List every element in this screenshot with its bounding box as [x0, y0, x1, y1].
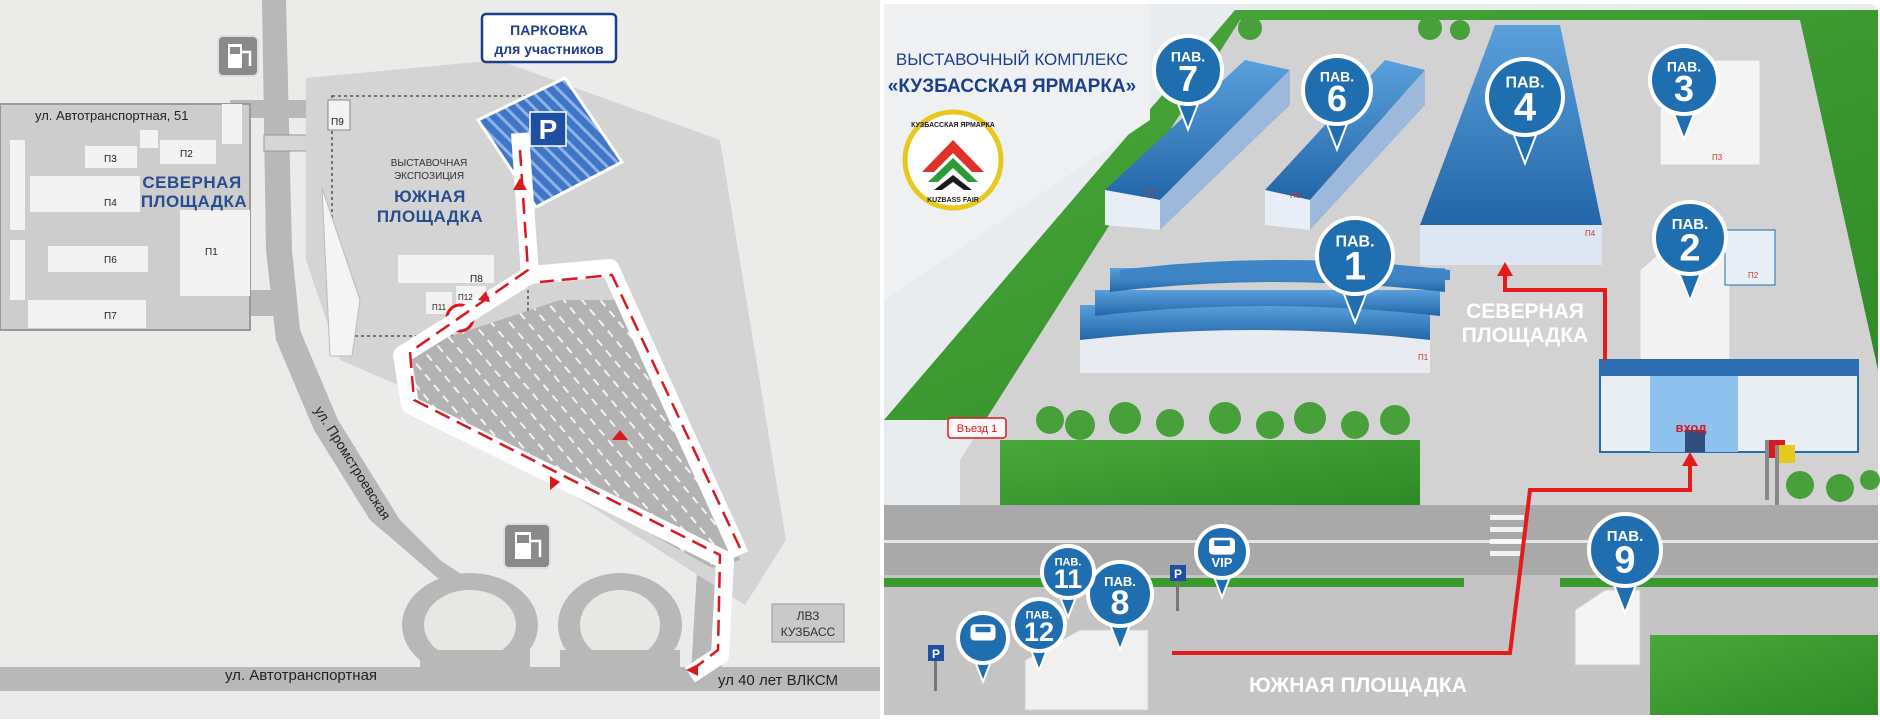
pin-number: 6	[1327, 78, 1347, 119]
pin-prefix: ПАВ.	[1672, 216, 1709, 233]
pin-prefix: ПАВ.	[1026, 610, 1053, 622]
pavilion-1-building: П1	[1080, 260, 1450, 373]
car-icon	[970, 624, 996, 641]
lvz-label: ЛВЗ	[797, 609, 820, 623]
parking-letter: P	[1174, 567, 1182, 581]
building-tag: П7	[1145, 189, 1156, 198]
pin-number: 7	[1178, 58, 1198, 99]
parking-sign: P	[1170, 565, 1186, 611]
building-tag: П3	[1712, 153, 1723, 162]
entry-sign-label: Въезд 1	[957, 423, 997, 435]
parking-icon	[529, 111, 567, 147]
pin-number: 9	[1614, 539, 1635, 581]
fuel-icon	[217, 35, 259, 77]
building-tag: П6	[1290, 191, 1301, 200]
south-area-label: ПЛОЩАДКА	[377, 207, 483, 226]
street-label-vlksm: ул 40 лет ВЛКСМ	[718, 672, 838, 689]
building-tag: П2	[1748, 271, 1759, 280]
pavilion-pin-9: ПАВ.9	[1587, 512, 1663, 616]
pavilion-pin-3: ПАВ.3	[1648, 44, 1720, 143]
route-line	[1172, 460, 1692, 655]
car-parking-pin	[956, 611, 1010, 685]
building-label: П12	[458, 293, 473, 302]
lvz-label: КУЗБАСС	[781, 625, 836, 639]
street-label-top: ул. Автотранспортная, 51	[35, 108, 188, 123]
car-icon	[1209, 537, 1235, 555]
pavilion-pin-2: ПАВ.2	[1652, 200, 1728, 304]
fair-logo: КУЗБАССКАЯ ЯРМАРКА KUZBASS FAIR	[902, 109, 1004, 211]
street-label-bottom: ул. Автотранспортная	[225, 667, 377, 684]
trees	[1036, 16, 1880, 502]
pin-number: 3	[1674, 68, 1694, 109]
parking-letter: P	[932, 647, 940, 661]
pin-prefix: ПАВ.	[1607, 528, 1644, 545]
pavilion-pin-7: ПАВ.7	[1152, 34, 1224, 133]
pin-number: 11	[1054, 564, 1083, 594]
building-label: П3	[104, 154, 117, 165]
pavilion-pin-4: ПАВ.4	[1485, 57, 1565, 167]
route-arrows	[408, 149, 722, 671]
building-tag: П1	[1418, 353, 1429, 362]
pavilion-7-building: П7	[1105, 60, 1290, 230]
logo-text-top: КУЗБАССКАЯ ЯРМАРКА	[911, 122, 995, 129]
complex-title: ВЫСТАВОЧНЫЙ КОМПЛЕКС	[896, 50, 1128, 69]
parking-letter: P	[539, 114, 558, 145]
building-label: П1	[205, 247, 218, 258]
parking-subtitle: для участников	[494, 41, 604, 57]
complex-name: «КУЗБАССКАЯ ЯРМАРКА»	[888, 76, 1136, 97]
pavilion-pin-8: ПАВ.8	[1086, 560, 1154, 653]
expo-label: ЭКСПОЗИЦИЯ	[394, 171, 464, 182]
building-label: П6	[104, 255, 117, 266]
building-tag: П4	[1585, 229, 1596, 238]
pin-number: 8	[1111, 584, 1130, 622]
pavilion-pin-11: ПАВ.11	[1040, 544, 1096, 621]
fuel-icon	[503, 523, 551, 569]
building-label: П9	[331, 117, 344, 128]
pin-prefix: ПАВ.	[1667, 59, 1701, 75]
pin-prefix: ПАВ.	[1171, 49, 1205, 65]
building-label: П2	[180, 149, 193, 160]
pavilion-pin-6: ПАВ.6	[1301, 54, 1373, 153]
building-label: П8	[470, 274, 483, 285]
south-area-label: ЮЖНАЯ ПЛОЩАДКА	[1249, 674, 1467, 697]
pin-number: 12	[1024, 617, 1054, 647]
pin-prefix: ПАВ.	[1104, 574, 1136, 589]
main-entrance-building: вход	[1599, 359, 1859, 453]
pin-prefix: ПАВ.	[1055, 557, 1082, 569]
right-map: ВЫСТАВОЧНЫЙ КОМПЛЕКС «КУЗБАССКАЯ ЯРМАРКА…	[882, 0, 1880, 719]
logo-text-bottom: KUZBASS FAIR	[927, 197, 979, 204]
vip-parking-pin: VIP	[1194, 524, 1250, 601]
expo-label: ВЫСТАВОЧНАЯ	[391, 158, 468, 169]
entry-sign	[947, 417, 1007, 439]
north-area-label: СЕВЕРНАЯ	[1466, 300, 1584, 323]
pin-number: 4	[1514, 86, 1537, 130]
pin-number: 1	[1344, 245, 1366, 289]
vip-label: VIP	[1212, 555, 1233, 570]
parking-sign: P	[928, 645, 944, 691]
road-main	[262, 0, 470, 580]
north-area-label: СЕВЕРНАЯ	[142, 173, 241, 192]
pin-prefix: ПАВ.	[1505, 75, 1544, 92]
pin-number: 2	[1679, 227, 1700, 269]
parking-title-box	[480, 12, 618, 64]
pavilion-pin-1: ПАВ.1	[1315, 216, 1395, 326]
pin-prefix: ПАВ.	[1320, 69, 1354, 85]
building-label: П7	[104, 311, 117, 322]
parking-title: ПАРКОВКА	[510, 22, 588, 38]
north-area-label: ПЛОЩАДКА	[141, 192, 247, 211]
building-label: П4	[104, 198, 117, 209]
pavilion-pins: ПАВ.1ПАВ.2ПАВ.3ПАВ.4ПАВ.6ПАВ.7ПАВ.8ПАВ.9…	[956, 34, 1728, 685]
pavilion-pin-12: ПАВ.12	[1011, 597, 1067, 674]
north-area-label: ПЛОЩАДКА	[1462, 324, 1588, 347]
left-map: ул. Автотранспортная, 51 П3 П2 П4 П1 П6 …	[0, 0, 880, 719]
south-area-label: ЮЖНАЯ	[394, 187, 466, 206]
pin-prefix: ПАВ.	[1335, 234, 1374, 251]
building-label: П11	[432, 303, 447, 312]
entrance-label: вход	[1676, 420, 1708, 435]
lvz-building	[771, 603, 845, 643]
